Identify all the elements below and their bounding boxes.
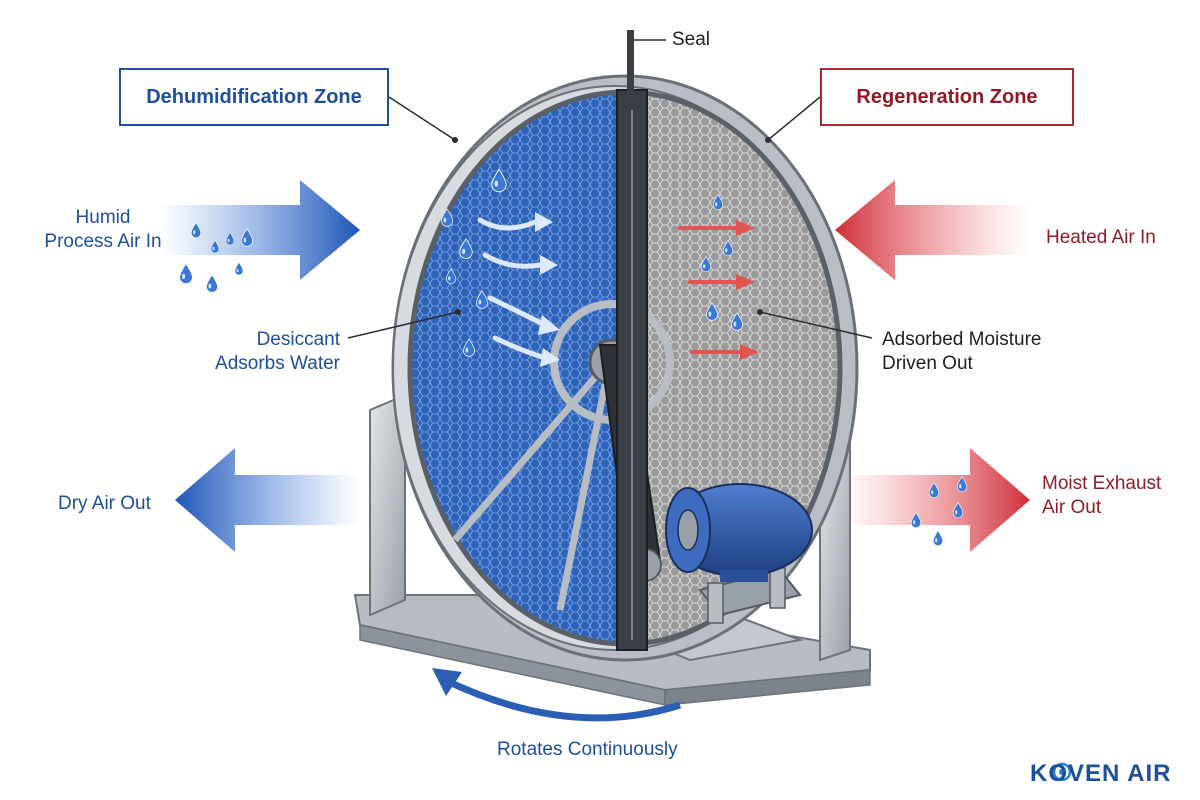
regeneration-zone-label: Regeneration Zone	[820, 68, 1074, 126]
adsorbed-line-2: Driven Out	[882, 352, 1041, 376]
dehumidification-zone-label: Dehumidification Zone	[119, 68, 389, 126]
seal-label: Seal	[672, 28, 710, 52]
humid-process-air-in-line-2: Process Air In	[18, 230, 188, 254]
adsorbed-moisture-driven-out-label: Adsorbed Moisture Driven Out	[882, 328, 1041, 376]
humid-process-air-in-line-1: Humid	[18, 206, 188, 230]
dry-air-out-label: Dry Air Out	[58, 492, 151, 516]
arrow-heated-air-in	[835, 180, 1030, 280]
brand-logo: KOVEN AIR	[1030, 760, 1171, 788]
arrow-dry-air-out	[175, 448, 360, 552]
heated-air-in-label: Heated Air In	[1046, 226, 1156, 250]
moist-exhaust-line-1: Moist Exhaust	[1042, 472, 1161, 496]
desiccant-adsorbs-water-label: Desiccant Adsorbs Water	[190, 328, 340, 376]
desiccant-line-1: Desiccant	[190, 328, 340, 352]
rotates-continuously-label: Rotates Continuously	[497, 738, 678, 762]
moist-exhaust-line-2: Air Out	[1042, 496, 1161, 520]
adsorbed-line-1: Adsorbed Moisture	[882, 328, 1041, 352]
desiccant-line-2: Adsorbs Water	[190, 352, 340, 376]
arrow-humid-air-in	[160, 180, 360, 280]
humid-process-air-in-label: Humid Process Air In	[18, 206, 188, 254]
moist-exhaust-air-out-label: Moist Exhaust Air Out	[1042, 472, 1161, 520]
